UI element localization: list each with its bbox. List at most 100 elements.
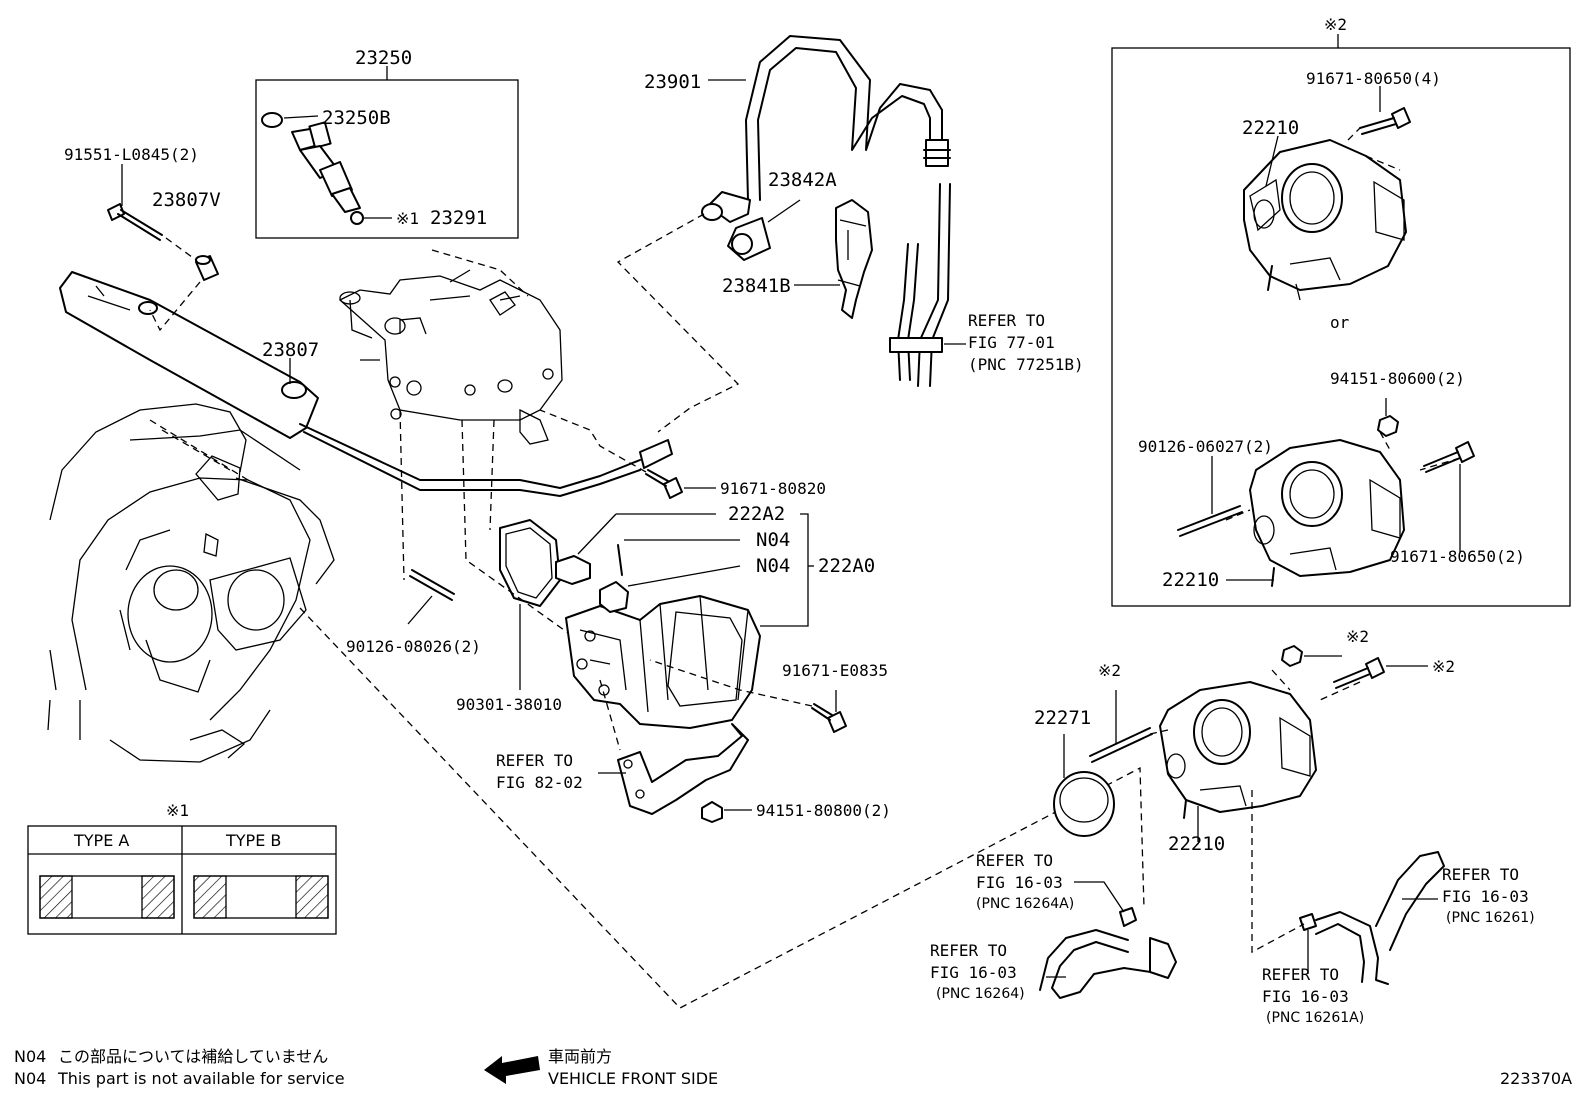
- label-91671-80650-4: 91671-80650(4): [1306, 69, 1441, 88]
- intake-manifold: [47, 403, 335, 763]
- leader-22210-top: [1265, 135, 1279, 187]
- dash-throttle-hose: [1251, 790, 1305, 954]
- pin-n04: [617, 544, 623, 576]
- footnote-code-en: N04: [14, 1069, 46, 1088]
- bracket-ref-82-02: [617, 723, 749, 815]
- label-22271: 22271: [1034, 707, 1091, 729]
- throttle-body-22210: [1149, 669, 1361, 819]
- footnote-code-jp: N04: [14, 1047, 46, 1066]
- injector-kit-box: [255, 66, 519, 239]
- fuel-delivery-pipe: [59, 271, 673, 497]
- label-stud-mark: ※2: [1098, 661, 1121, 680]
- leader-ref-16264a: [1074, 881, 1125, 913]
- label-bolt-mark: ※2: [1432, 657, 1455, 676]
- dash-spacer-rail: [149, 281, 201, 332]
- screen-22271: [1053, 771, 1115, 837]
- bracket-222a0: [760, 513, 809, 627]
- stud-mark-2: [1089, 727, 1153, 763]
- label-23807: 23807: [262, 339, 319, 361]
- leader-n04-b: [627, 565, 741, 587]
- footnote-text-en: This part is not available for service: [57, 1069, 345, 1088]
- ref-fig-77-01: REFER TO FIG 77-01 (PNC 77251B): [968, 311, 1084, 374]
- fuel-injector: [291, 121, 361, 213]
- ref-16261a-line-2: FIG 16-03: [1262, 987, 1349, 1006]
- ref-16264-line-2: FIG 16-03: [930, 963, 1017, 982]
- ref-16261a-line-1: REFER TO: [1262, 965, 1339, 984]
- dash-bolt-throttle: [649, 659, 813, 707]
- footnote-text-jp: この部品については補給していません: [58, 1047, 328, 1066]
- cylinder-head: [338, 249, 563, 445]
- label-22210-top: 22210: [1242, 117, 1299, 139]
- ref-16264a-line-3: (PNC 16264A): [976, 896, 1074, 912]
- ref-fig-16-03-16261: REFER TO FIG 16-03 (PNC 16261): [1442, 865, 1535, 926]
- inset-box: [1111, 34, 1571, 607]
- ref-fig-16-03-16264a: REFER TO FIG 16-03 (PNC 16264A): [976, 851, 1074, 912]
- label-23807v: 23807V: [152, 189, 221, 211]
- label-222a2: 222A2: [728, 503, 785, 525]
- label-91551-l0845: 91551-L0845(2): [64, 145, 199, 164]
- ref-fig-82-02: REFER TO FIG 82-02: [496, 751, 583, 792]
- label-23250b: 23250B: [322, 107, 391, 129]
- clamp-16264a: [1119, 907, 1137, 927]
- type-a-hatch-left: [39, 875, 73, 919]
- inset-throttle-body-bottom: [1225, 431, 1461, 587]
- water-hose-16261: [1315, 851, 1445, 985]
- figure-id: 223370A: [1500, 1069, 1572, 1088]
- label-22210-bottom: 22210: [1162, 569, 1219, 591]
- bolt-91551: [107, 203, 163, 241]
- leader-222a2: [577, 513, 617, 555]
- leader-23250b: [283, 115, 319, 119]
- bolt-91671-80820: [645, 469, 683, 499]
- label-23291: 23291: [430, 207, 487, 229]
- label-91671-80820: 91671-80820: [720, 479, 826, 498]
- throttle-body-222a0: [565, 595, 761, 729]
- bolt-mark-2: [1333, 657, 1385, 689]
- ref-16264-line-3: (PNC 16264): [936, 986, 1025, 1002]
- label-91671-80650-2: 91671-80650(2): [1390, 547, 1525, 566]
- ref-77-line-1: REFER TO: [968, 311, 1045, 330]
- type-table-mark: ※1: [166, 801, 189, 820]
- bolt-91671-80650-bottom: [1423, 441, 1475, 473]
- nut-94151-80600: [1377, 415, 1399, 437]
- dash-hose-route: [616, 213, 740, 433]
- damper-23842a: [727, 217, 771, 261]
- dash-bolt-pipe: [539, 409, 647, 473]
- inset-throttle-body-top: [1243, 127, 1407, 301]
- label-222a0: 222A0: [818, 555, 875, 577]
- ref-fig-16-03-16264: REFER TO FIG 16-03 (PNC 16264): [930, 941, 1025, 1002]
- type-b-label: TYPE B: [225, 831, 281, 850]
- vacuum-hose-23901: [701, 35, 951, 223]
- ref-16264-line-1: REFER TO: [930, 941, 1007, 960]
- ref-16261-line-3: (PNC 16261): [1446, 910, 1535, 926]
- label-23901: 23901: [644, 71, 701, 93]
- spacer-n04: [599, 581, 629, 613]
- bolt-91671-80650-top: [1359, 107, 1411, 135]
- label-90126-06027: 90126-06027(2): [1138, 437, 1273, 456]
- type-a-label: TYPE A: [73, 831, 129, 850]
- label-n04-a: N04: [756, 529, 790, 551]
- label-n04-b: N04: [756, 555, 790, 577]
- label-23250: 23250: [355, 47, 412, 69]
- label-94151-80800: 94151-80800(2): [756, 801, 891, 820]
- ref-82-line-2: FIG 82-02: [496, 773, 583, 792]
- o-ring-23250b: [261, 112, 283, 128]
- leader-90126-08026: [407, 595, 433, 625]
- label-or: or: [1330, 313, 1350, 332]
- label-94151-80600: 94151-80600(2): [1330, 369, 1465, 388]
- label-23842a: 23842A: [768, 169, 837, 191]
- stud-90126-06027: [1177, 505, 1243, 537]
- gear-222a2: [555, 555, 591, 585]
- ref-16261-line-1: REFER TO: [1442, 865, 1519, 884]
- vacuum-tubes: [889, 183, 951, 387]
- ref-77-line-3: (PNC 77251B): [968, 355, 1084, 374]
- direction-label-jp: 車両前方: [548, 1047, 612, 1066]
- label-23841b: 23841B: [722, 275, 791, 297]
- label-91671-e0835: 91671-E0835: [782, 661, 888, 680]
- stud-90126-08026: [409, 569, 455, 601]
- inset-frame: [1111, 47, 1571, 607]
- leader-23842a: [767, 199, 801, 223]
- ref-fig-16-03-16261a: REFER TO FIG 16-03 (PNC 16261A): [1262, 965, 1364, 1026]
- label-nut-mark: ※2: [1346, 627, 1369, 646]
- label-23291-mark: ※1: [396, 209, 419, 228]
